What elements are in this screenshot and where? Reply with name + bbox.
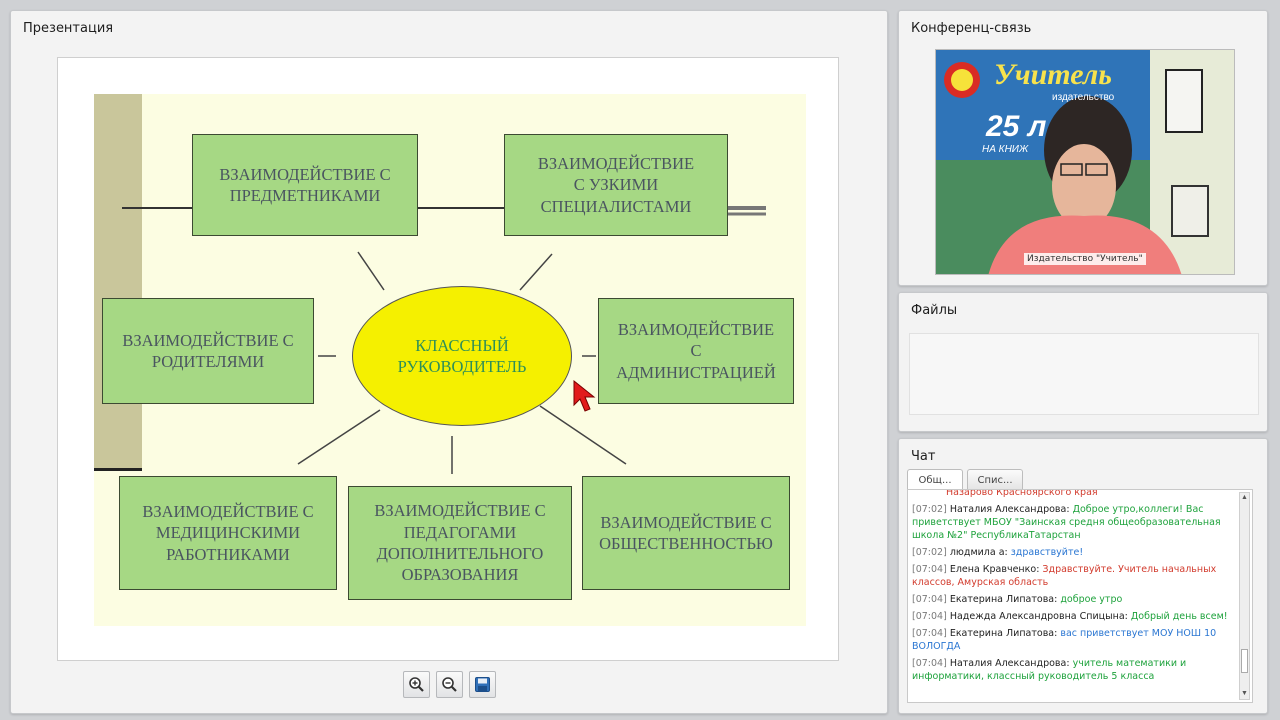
- slide: ВЗАИМОДЕЙСТВИЕ С ПРЕДМЕТНИКАМИ ВЗАИМОДЕЙ…: [94, 94, 806, 626]
- chat-tab-general[interactable]: Общ...: [907, 469, 963, 491]
- connector-lines: [122, 206, 766, 474]
- chat-author: Екатерина Липатова:: [949, 628, 1061, 639]
- files-list[interactable]: [909, 333, 1259, 415]
- presentation-title: Презентация: [23, 21, 114, 36]
- presentation-toolbar: [403, 671, 496, 698]
- presentation-panel: Презентация ВЗАИМОДЕЙСТВИЕ С ПРЕДМЕТНИКА…: [10, 10, 888, 714]
- video-label: Издательство "Учитель": [1024, 253, 1146, 265]
- chat-messages: Назарово Красноярского края [07:02] Натал…: [912, 489, 1230, 687]
- zoom-out-icon: [442, 677, 457, 692]
- chat-message-text: Здравствуйте. Учитель начальных классов,…: [912, 564, 1217, 588]
- chat-timestamp: [07:04]: [912, 594, 950, 605]
- chat-message: Назарово Красноярского края: [912, 489, 1230, 499]
- chat-timestamp: [07:04]: [912, 658, 950, 669]
- box-specialists: ВЗАИМОДЕЙСТВИЕ С УЗКИМИ СПЕЦИАЛИСТАМИ: [504, 134, 728, 236]
- chat-title: Чат: [911, 449, 936, 464]
- banner-subtitle: издательство: [1052, 92, 1115, 103]
- chat-author: людмила а:: [949, 547, 1011, 558]
- box-administration: ВЗАИМОДЕЙСТВИЕ С АДМИНИСТРАЦИЕЙ: [598, 298, 794, 404]
- chat-panel: Чат Общ... Спис... Назарово Красноярског…: [898, 438, 1268, 714]
- banner-title: Учитель: [994, 58, 1112, 91]
- chat-timestamp: [07:02]: [912, 504, 950, 515]
- chat-message: [07:02] Наталия Александрова: Доброе утр…: [912, 503, 1230, 542]
- banner-kn: НА КНИЖ: [982, 144, 1029, 155]
- chat-message-text: здравствуйте!: [1010, 547, 1084, 558]
- chat-message-text: учитель математики и информатики, классн…: [912, 658, 1187, 682]
- mouse-cursor-icon: [573, 379, 596, 412]
- chat-timestamp: [07:04]: [912, 564, 950, 575]
- video-frame: Учитель издательство 25 л НА КНИЖ: [936, 50, 1234, 274]
- files-panel: Файлы: [898, 292, 1268, 432]
- chat-author: Екатерина Липатова:: [949, 594, 1061, 605]
- zoom-out-button[interactable]: [436, 671, 463, 698]
- chat-timestamp: [07:04]: [912, 611, 950, 622]
- chat-author: Наталия Александрова:: [949, 504, 1073, 515]
- save-button[interactable]: [469, 671, 496, 698]
- chat-author: Елена Кравченко:: [949, 564, 1043, 575]
- chat-tab-list[interactable]: Спис...: [967, 469, 1023, 491]
- box-extra-education: ВЗАИМОДЕЙСТВИЕ С ПЕДАГОГАМИ ДОПОЛНИТЕЛЬН…: [348, 486, 572, 600]
- zoom-in-icon: [409, 677, 424, 692]
- slide-left-bar: [94, 94, 142, 470]
- chat-message-text: доброе утро: [1060, 594, 1123, 605]
- video-feed: Учитель издательство 25 л НА КНИЖ Издате…: [935, 49, 1235, 275]
- scroll-thumb[interactable]: [1241, 649, 1248, 673]
- chat-message: [07:04] Екатерина Липатова: доброе утро: [912, 593, 1230, 606]
- chat-author: Наталия Александрова:: [949, 658, 1073, 669]
- chat-message: [07:04] Наталия Александрова: учитель ма…: [912, 657, 1230, 683]
- chat-message-text: Доброе утро,коллеги! Вас приветствует МБ…: [912, 504, 1221, 541]
- scroll-up-icon[interactable]: ▲: [1241, 494, 1248, 501]
- slide-frame: ВЗАИМОДЕЙСТВИЕ С ПРЕДМЕТНИКАМИ ВЗАИМОДЕЙ…: [57, 57, 839, 661]
- chat-message: [07:04] Надежда Александровна Спицына: Д…: [912, 610, 1230, 623]
- zoom-in-button[interactable]: [403, 671, 430, 698]
- box-public: ВЗАИМОДЕЙСТВИЕ С ОБЩЕСТВЕННОСТЬЮ: [582, 476, 790, 590]
- chat-message: [07:04] Елена Кравченко: Здравствуйте. У…: [912, 563, 1230, 589]
- scroll-down-icon[interactable]: ▼: [1241, 690, 1248, 697]
- center-ellipse: КЛАССНЫЙ РУКОВОДИТЕЛЬ: [352, 286, 572, 426]
- chat-message: [07:02] людмила а: здравствуйте!: [912, 546, 1230, 559]
- conference-panel: Конференц-связь Учитель издательство 25 …: [898, 10, 1268, 286]
- conference-title: Конференц-связь: [911, 21, 1032, 36]
- slide-left-bar-line: [94, 468, 142, 471]
- files-title: Файлы: [911, 303, 958, 318]
- chat-author: Надежда Александровна Спицына:: [949, 611, 1131, 622]
- chat-message-text: Назарово Красноярского края: [946, 489, 1098, 498]
- banner-25: 25 л: [985, 110, 1047, 143]
- chat-timestamp: [07:04]: [912, 628, 950, 639]
- chat-message-text: Добрый день всем!: [1130, 611, 1228, 622]
- box-subject-teachers: ВЗАИМОДЕЙСТВИЕ С ПРЕДМЕТНИКАМИ: [192, 134, 418, 236]
- chat-timestamp: [07:02]: [912, 547, 950, 558]
- chat-log: Назарово Красноярского края [07:02] Натал…: [907, 489, 1253, 703]
- box-medical-staff: ВЗАИМОДЕЙСТВИЕ С МЕДИЦИНСКИМИ РАБОТНИКАМ…: [119, 476, 337, 590]
- box-parents: ВЗАИМОДЕЙСТВИЕ С РОДИТЕЛЯМИ: [102, 298, 314, 404]
- save-icon: [475, 677, 490, 692]
- chat-scrollbar[interactable]: ▲ ▼: [1239, 492, 1250, 700]
- chat-message: [07:04] Екатерина Липатова: вас приветст…: [912, 627, 1230, 653]
- chat-message-text: вас приветствует МОУ НОШ 10 ВОЛОГДА: [912, 628, 1217, 652]
